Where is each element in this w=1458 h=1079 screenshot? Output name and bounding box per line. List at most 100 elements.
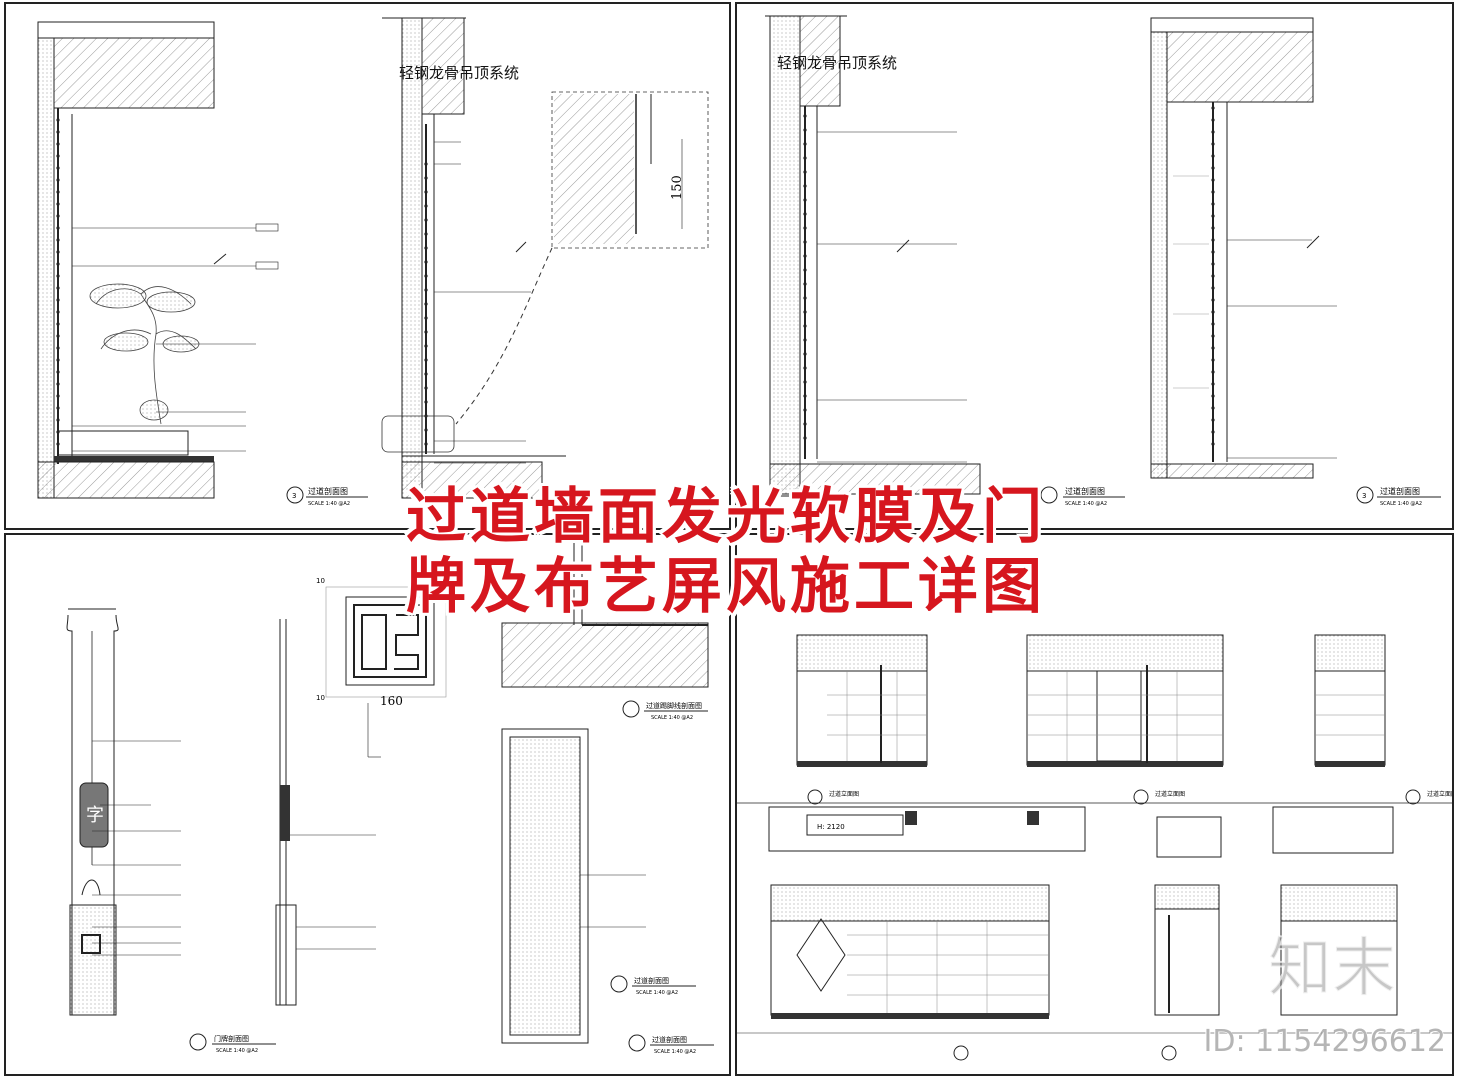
led-dot — [424, 246, 428, 250]
led-dot — [803, 254, 807, 258]
led-dot — [56, 286, 60, 290]
led-dot — [1211, 394, 1215, 398]
maze-logo-detail — [353, 604, 427, 678]
title-7: 过道踢脚线剖面图 — [646, 701, 702, 710]
dimension-side-a: 10 — [316, 577, 325, 585]
led-dot — [56, 214, 60, 218]
led-dot — [424, 274, 428, 278]
led-dot — [56, 406, 60, 410]
led-dot — [424, 372, 428, 376]
led-dot — [56, 310, 60, 314]
title-banner-line-2: 牌及布艺屏风施工详图 — [406, 552, 1046, 622]
scale-6b: SCALE 1:40 @A2 — [654, 1049, 696, 1055]
led-dot — [1211, 406, 1215, 410]
led-dot — [803, 296, 807, 300]
led-dot — [56, 202, 60, 206]
led-dot — [803, 212, 807, 216]
led-dot — [56, 358, 60, 362]
svg-text:字: 字 — [86, 805, 104, 826]
led-dot — [803, 226, 807, 230]
led-dot — [803, 408, 807, 412]
led-dot — [424, 358, 428, 362]
scale-7: SCALE 1:40 @A2 — [651, 715, 693, 721]
led-dot — [803, 240, 807, 244]
led-dot — [1211, 370, 1215, 374]
drawing-scale-left: SCALE 1:40 @A2 — [1065, 501, 1107, 507]
drawing-panel-bottom-left: 字 160 10 10 过道踢脚线剖面图 SCALE 1:40 @A2 — [4, 533, 731, 1076]
scale-6a: SCALE 1:40 @A2 — [636, 990, 678, 996]
led-dot — [1211, 190, 1215, 194]
led-dot — [56, 274, 60, 278]
elevation-title-b: 过道立面图 — [1155, 790, 1185, 798]
title-6b: 过道剖面图 — [652, 1035, 687, 1044]
led-dot — [56, 142, 60, 146]
led-dot — [56, 322, 60, 326]
led-dot — [1211, 298, 1215, 302]
elevation-title-c: 过道立面图 — [1427, 790, 1454, 798]
led-dot — [1211, 154, 1215, 158]
led-dot — [1211, 106, 1215, 110]
led-dot — [803, 268, 807, 272]
led-dot — [1211, 118, 1215, 122]
pine-tree-decoration — [89, 283, 200, 425]
led-dot — [803, 156, 807, 160]
led-dot — [1211, 286, 1215, 290]
led-dot — [1211, 418, 1215, 422]
led-dot — [56, 298, 60, 302]
elevation-a — [796, 634, 928, 767]
led-dot — [56, 154, 60, 158]
led-dot — [1211, 310, 1215, 314]
led-dot — [56, 130, 60, 134]
led-dot — [1211, 346, 1215, 350]
led-dot — [56, 238, 60, 242]
led-dot — [803, 422, 807, 426]
section-drawing-top-right: 轻钢龙骨吊顶系统 过道剖面图 SCALE 1:40 @A2 3 过道剖面图 SC… — [765, 15, 1441, 507]
section-drawing-top-left: 轻钢龙骨吊顶系统 150 3 过道剖面图 SCALE 1:40 @A2 — [37, 17, 709, 507]
led-dot — [56, 118, 60, 122]
title-5: 门牌剖面图 — [214, 1034, 249, 1043]
led-dot — [803, 142, 807, 146]
led-dot — [803, 380, 807, 384]
led-dot — [1211, 202, 1215, 206]
led-dot — [803, 198, 807, 202]
led-dot — [424, 442, 428, 446]
led-dot — [1211, 382, 1215, 386]
led-dot — [424, 218, 428, 222]
drawing-title-right: 过道剖面图 — [1380, 486, 1420, 496]
led-dot — [424, 204, 428, 208]
led-dot — [1211, 130, 1215, 134]
led-dot — [56, 178, 60, 182]
led-dot — [56, 394, 60, 398]
led-dot — [424, 330, 428, 334]
led-dot — [424, 344, 428, 348]
led-dot — [1211, 214, 1215, 218]
led-dot — [56, 166, 60, 170]
led-dot — [1211, 262, 1215, 266]
led-dot — [803, 366, 807, 370]
led-dot — [424, 162, 428, 166]
led-dot — [424, 428, 428, 432]
plan-label: H: 2120 — [817, 823, 845, 831]
elevation-title-a: 过道立面图 — [829, 790, 859, 798]
led-dot — [56, 382, 60, 386]
drawing-title-left: 过道剖面图 — [1065, 486, 1105, 496]
dimension-160: 160 — [380, 694, 403, 708]
led-dot — [56, 226, 60, 230]
led-dot — [1211, 166, 1215, 170]
led-dot — [424, 190, 428, 194]
detail-drawing-bottom-left: 字 160 10 10 过道踢脚线剖面图 SCALE 1:40 @A2 — [66, 537, 714, 1055]
dimension-150: 150 — [670, 175, 685, 200]
led-dot — [803, 170, 807, 174]
led-dot — [803, 352, 807, 356]
drawing-title: 过道剖面图 — [308, 486, 348, 496]
led-dot — [424, 288, 428, 292]
drawing-scale: SCALE 1:40 @A2 — [308, 501, 350, 507]
drawing-panel-bottom-right: 过道立面图 过道立面图 过道立面图 H: 2120 — [735, 533, 1454, 1076]
title-number: 3 — [292, 492, 296, 500]
led-dot — [56, 370, 60, 374]
dimension-side-b: 10 — [316, 694, 325, 702]
led-dot — [424, 232, 428, 236]
led-dot — [56, 250, 60, 254]
led-dot — [1211, 142, 1215, 146]
led-dot — [803, 114, 807, 118]
